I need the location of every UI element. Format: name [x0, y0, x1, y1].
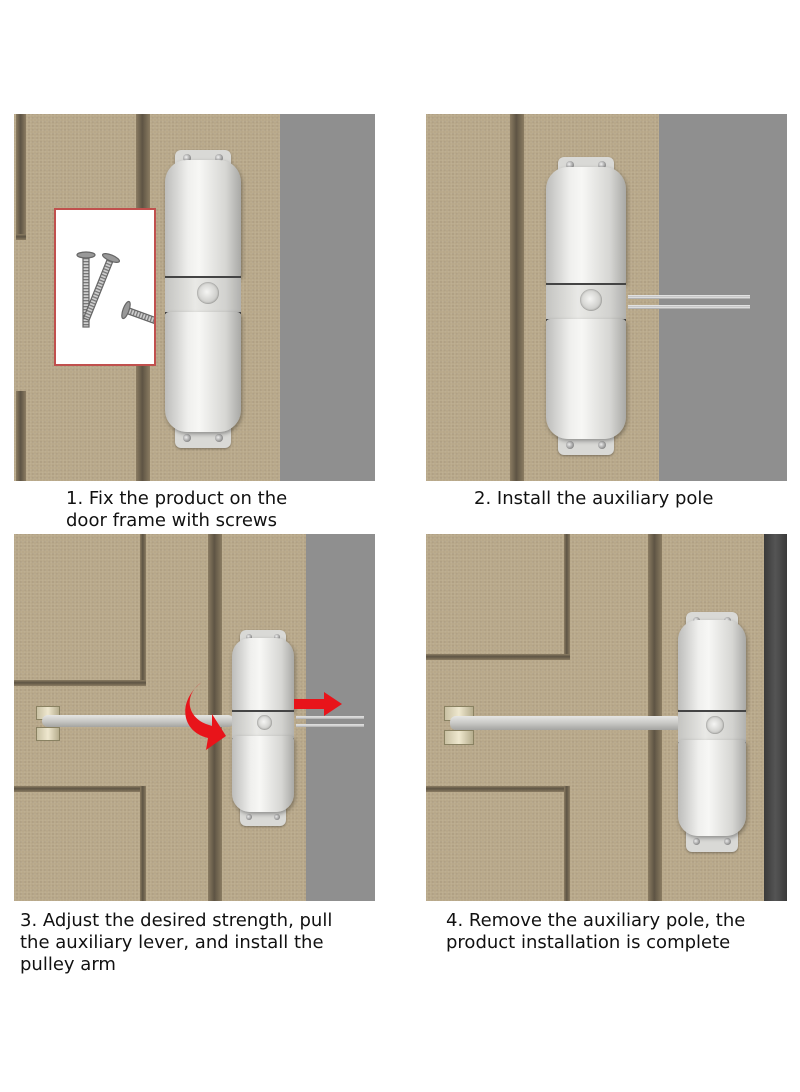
adjustment-knob [706, 716, 724, 734]
caption-line: door frame with screws [66, 510, 278, 531]
door-closer [544, 157, 628, 457]
caption-line: 3. Adjust the desired strength, pull [20, 910, 333, 931]
adjustment-knob [257, 715, 272, 730]
screw-icon [566, 161, 574, 169]
closer-upper-body [546, 167, 626, 285]
caption-line: the auxiliary lever, and install the [20, 932, 324, 953]
door-groove [426, 654, 570, 660]
rotate-arrow-icon [185, 682, 226, 750]
screw-icon [598, 441, 606, 449]
pulley-arm [42, 715, 234, 727]
adjustment-knob [580, 289, 602, 311]
screw-icon [693, 838, 700, 845]
caption-line: 2. Install the auxiliary pole [474, 488, 714, 509]
step-2-caption: 2. Install the auxiliary pole [474, 488, 713, 510]
door-groove [564, 786, 570, 901]
auxiliary-pole [628, 305, 750, 309]
closer-upper-body [678, 620, 746, 712]
screw-icon [274, 814, 280, 820]
door-groove [16, 114, 26, 238]
pull-arrow-icon [294, 692, 342, 716]
screw-icon [183, 154, 191, 162]
door-groove [426, 786, 570, 792]
door-closer [230, 630, 296, 826]
caption-line: product installation is complete [446, 932, 731, 953]
screw-icon [246, 814, 252, 820]
caption-line: 1. Fix the product on the [66, 488, 288, 509]
door-groove [14, 786, 146, 792]
screw-icon [246, 634, 252, 640]
screw-icon [215, 434, 223, 442]
step-1-illustration [14, 114, 375, 481]
door-frame [764, 534, 787, 901]
door-closer [676, 612, 748, 852]
arm-bracket-bottom [36, 727, 60, 741]
step-3-illustration [14, 534, 375, 901]
adjustment-knob [197, 282, 219, 304]
step-3-caption: 3. Adjust the desired strength, pull the… [20, 910, 332, 976]
pulley-arm [450, 716, 682, 730]
auxiliary-pole [296, 724, 364, 727]
caption-line: pulley arm [20, 954, 116, 975]
screw-icon [215, 154, 223, 162]
door-groove [140, 534, 146, 684]
door-closer [163, 150, 243, 450]
screw-icon [724, 838, 731, 845]
closer-lower-body [232, 736, 294, 812]
door-groove [510, 114, 524, 481]
step-4-illustration [426, 534, 787, 901]
step-4-caption: 4. Remove the auxiliary pole, the produc… [446, 910, 745, 954]
door-groove [16, 391, 26, 481]
screw-icon [274, 634, 280, 640]
door-frame [280, 114, 375, 481]
auxiliary-pole [296, 716, 364, 719]
closer-lower-body [165, 312, 241, 432]
door-groove [140, 786, 146, 901]
door-groove [14, 680, 146, 686]
closer-lower-body [678, 740, 746, 836]
screw-icon [566, 441, 574, 449]
screws-inset [54, 208, 183, 366]
screws-icon [76, 251, 183, 334]
door-groove [16, 234, 26, 240]
step-2-illustration [426, 114, 787, 481]
auxiliary-pole [628, 295, 750, 299]
caption-line: 4. Remove the auxiliary pole, the [446, 910, 746, 931]
screw-icon [598, 161, 606, 169]
closer-lower-body [546, 319, 626, 439]
step-1-caption: 1. Fix the product on the door frame wit… [66, 488, 287, 532]
arm-bracket-bottom [444, 730, 474, 745]
screw-icon [183, 434, 191, 442]
closer-upper-body [232, 638, 294, 712]
closer-upper-body [165, 160, 241, 278]
door-groove [564, 534, 570, 658]
